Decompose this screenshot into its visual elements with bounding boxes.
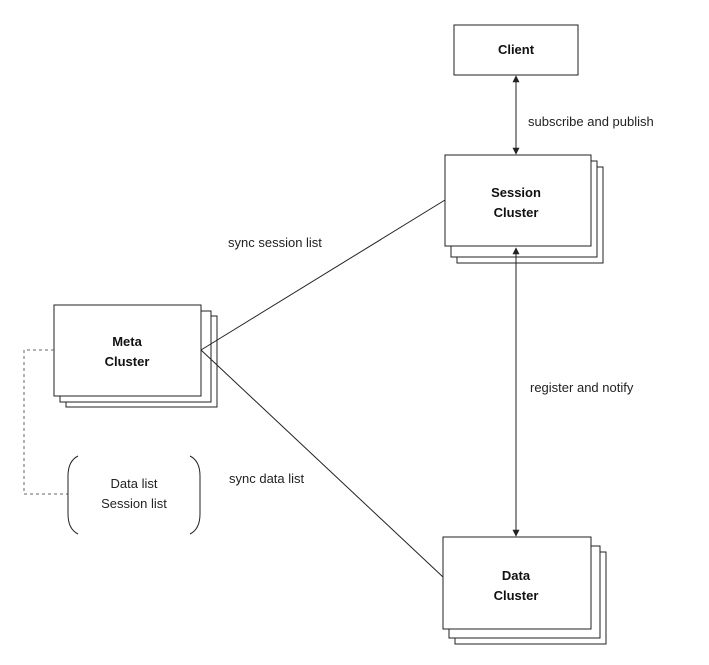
meta-store-connector [23,349,68,495]
store-left-bracket [67,455,79,535]
meta-cluster-label-line2: Cluster [105,354,150,369]
session-data-label: register and notify [530,380,634,395]
store-right-bracket [189,455,201,535]
meta-cluster-label-line1: Meta [112,334,142,349]
meta-data-line [200,349,444,578]
data-cluster-label-line1: Data [502,568,531,583]
store-session-list-label: Session list [101,496,167,511]
data-cluster-label-line2: Cluster [494,588,539,603]
client-node: Client [453,24,579,76]
store-data-list-label: Data list [111,476,158,491]
meta-data-label: sync data list [229,471,305,486]
session-cluster-label-line1: Session [491,185,541,200]
session-cluster-node: Session Cluster [444,154,604,264]
data-cluster-node: Data Cluster [442,536,607,645]
meta-cluster-node: Meta Cluster [53,304,218,408]
session-cluster-label-line2: Cluster [494,205,539,220]
meta-session-label: sync session list [228,235,322,250]
client-session-label: subscribe and publish [528,114,654,129]
client-label: Client [498,42,535,57]
meta-session-line [200,199,446,351]
